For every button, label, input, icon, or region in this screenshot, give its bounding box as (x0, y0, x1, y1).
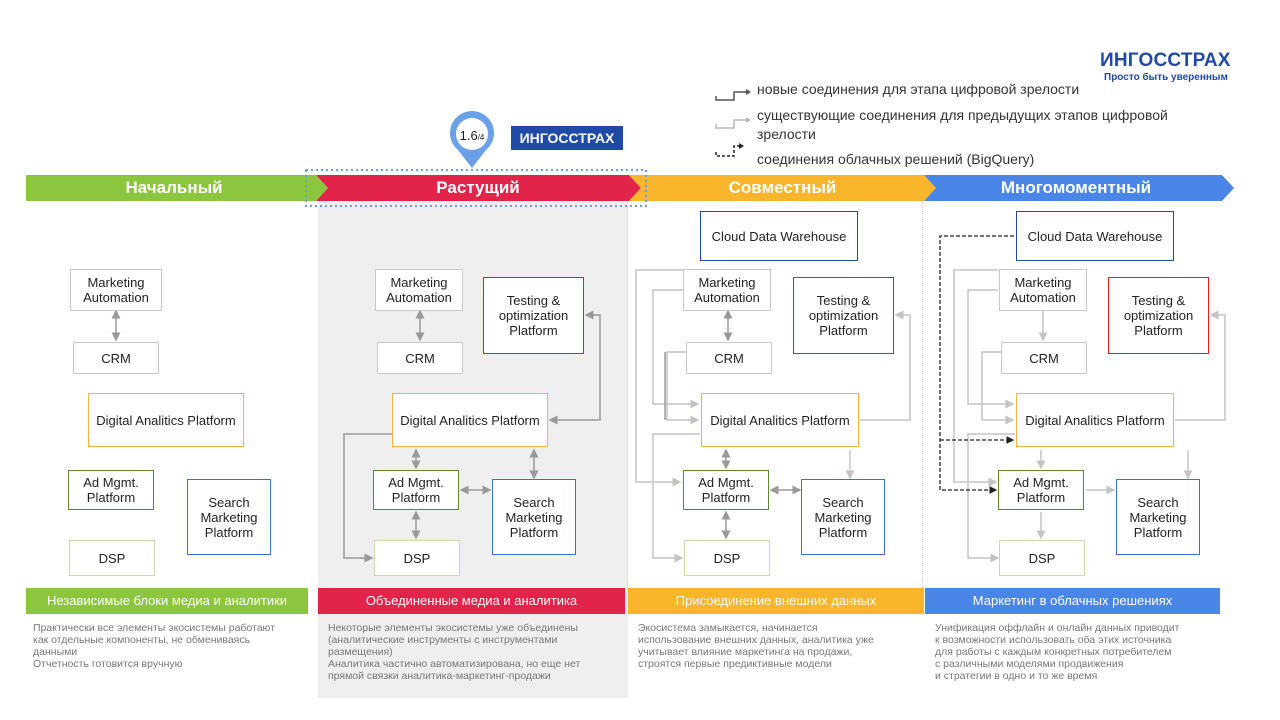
ad-mgmt-box: Ad Mgmt. Platform (373, 470, 459, 510)
brand-tagline: Просто быть уверенным (1104, 72, 1228, 83)
dsp-box: DSP (374, 540, 460, 576)
maturity-score: 1.6/4 (459, 128, 485, 143)
marketing-automation-box: Marketing Automation (683, 269, 771, 311)
ad-mgmt-box: Ad Mgmt. Platform (68, 470, 154, 510)
caption-initial: Независимые блоки медиа и аналитики (26, 588, 308, 614)
description-multimoment: Унификация оффлайн и онлайн данных приво… (935, 622, 1180, 682)
description-initial: Практически все элементы экосистемы рабо… (33, 622, 276, 670)
ad-mgmt-box: Ad Mgmt. Platform (998, 470, 1084, 510)
legend-cloud-icon (715, 143, 744, 157)
dsp-box: DSP (684, 540, 770, 576)
search-marketing-box: Search Marketing Platform (801, 479, 885, 555)
description-joint: Экосистема замыкается, начинается исполь… (638, 622, 874, 670)
testing-optimization-box: Testing & optimization Platform (483, 277, 584, 354)
stage-arrow-initial (26, 175, 328, 201)
search-marketing-box: Search Marketing Platform (1116, 479, 1200, 555)
digital-analytics-box: Digital Analitics Platform (701, 393, 859, 447)
legend-new-label: новые соединения для этапа цифровой зрел… (757, 81, 1080, 97)
crm-box: CRM (73, 342, 159, 374)
stage-arrow-growing (316, 175, 641, 201)
description-growing: Некоторые элементы экосистемы уже объеди… (328, 622, 581, 682)
cloud-dwh-box: Cloud Data Warehouse (700, 211, 858, 261)
crm-box: CRM (377, 342, 463, 374)
column-divider (922, 200, 923, 590)
caption-multimoment: Маркетинг в облачных решениях (925, 588, 1220, 614)
digital-analytics-box: Digital Analitics Platform (392, 393, 548, 447)
marketing-automation-box: Marketing Automation (375, 269, 463, 311)
stage-arrow-joint (629, 175, 936, 201)
column-divider (627, 200, 628, 590)
testing-optimization-box: Testing & optimization Platform (793, 277, 894, 354)
caption-growing: Объединенные медиа и аналитика (318, 588, 625, 614)
legend-existing-icon (715, 117, 751, 129)
crm-box: CRM (1001, 342, 1087, 374)
legend-cloud-label: соединения облачных решений (BigQuery) (757, 151, 1035, 167)
current-stage-frame (305, 169, 647, 207)
digital-analytics-box: Digital Analitics Platform (1016, 393, 1174, 447)
marketing-automation-box: Marketing Automation (70, 269, 162, 311)
search-marketing-box: Search Marketing Platform (492, 479, 576, 555)
testing-optimization-box: Testing & optimization Platform (1108, 277, 1209, 354)
search-marketing-box: Search Marketing Platform (187, 479, 271, 555)
stage-arrow-multimoment (924, 175, 1234, 201)
stage-label-joint: Совместный (728, 178, 837, 197)
marker-badge: ИНГОССТРАХ (511, 126, 623, 150)
dsp-box: DSP (999, 540, 1085, 576)
brand-logo: ИНГОССТРАХ (1100, 50, 1231, 71)
crm-box: CRM (686, 342, 772, 374)
stage-label-multimoment: Многомоментный (1000, 178, 1152, 197)
location-pin-icon (450, 111, 494, 168)
legend-icons (715, 89, 751, 157)
stage-label-initial: Начальный (125, 178, 223, 197)
ad-mgmt-box: Ad Mgmt. Platform (683, 470, 769, 510)
cloud-dwh-box: Cloud Data Warehouse (1016, 211, 1174, 261)
legend-existing-label: существующие соединения для предыдущих э… (757, 107, 1168, 142)
dsp-box: DSP (69, 540, 155, 576)
marketing-automation-box: Marketing Automation (999, 269, 1087, 311)
digital-analytics-box: Digital Analitics Platform (88, 393, 244, 447)
legend-new-icon (715, 89, 751, 101)
stage-label-growing: Растущий (436, 178, 520, 197)
caption-joint: Присоединение внешних данных (628, 588, 924, 614)
